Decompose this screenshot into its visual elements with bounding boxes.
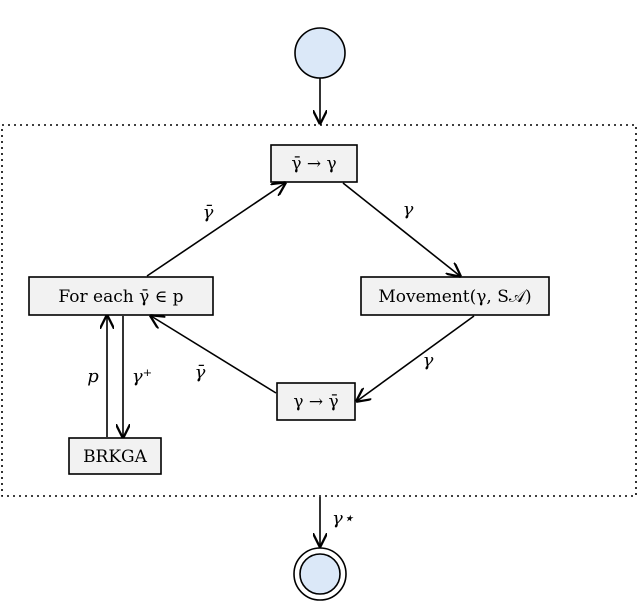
edge-label-gamma-top: γ <box>403 199 414 220</box>
edge-label-gamma-star: γ⋆ <box>332 508 354 529</box>
edge-forward-to-for-each <box>151 316 277 394</box>
node-for-each: For each γ̄ ∈ p <box>28 276 214 316</box>
edge-label-p: p <box>87 366 99 387</box>
node-brkga: BRKGA <box>68 437 162 475</box>
edge-label-gamma-bar-bottom: γ̄ <box>195 362 206 383</box>
node-reverse-transform-label: γ̄ → γ <box>291 154 336 174</box>
node-for-each-label: For each γ̄ ∈ p <box>58 287 183 307</box>
node-movement-label: Movement(γ, S𝒜) <box>378 287 531 307</box>
edge-label-gamma-bar-top: γ̄ <box>203 202 214 223</box>
start-state <box>294 27 346 79</box>
node-brkga-label: BRKGA <box>83 447 148 467</box>
node-movement: Movement(γ, S𝒜) <box>360 276 550 316</box>
edge-reverse-to-movement <box>342 182 460 276</box>
node-forward-transform: γ → γ̄ <box>276 382 356 421</box>
edge-label-gamma-bottom: γ <box>423 350 434 371</box>
edge-label-gamma-plus: γ⁺ <box>132 366 152 387</box>
edge-for-each-to-reverse <box>146 183 285 277</box>
process-frame <box>1 124 637 497</box>
node-forward-transform-label: γ → γ̄ <box>293 392 338 412</box>
final-state <box>299 553 341 595</box>
node-reverse-transform: γ̄ → γ <box>270 144 358 183</box>
edge-movement-to-forward <box>357 315 475 401</box>
final-state-ring <box>293 547 347 601</box>
